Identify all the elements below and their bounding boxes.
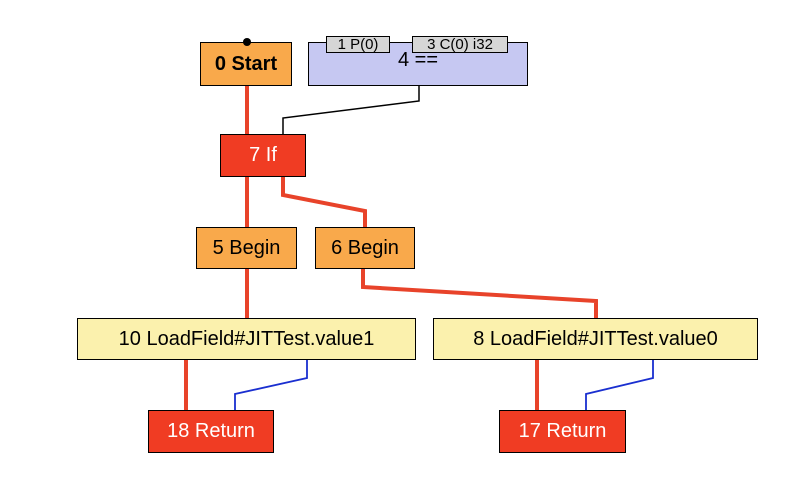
node-return-right-label: 17 Return — [518, 420, 607, 442]
edge-compare-to-if — [282, 86, 420, 134]
compare-input-port-2-label: 3 C(0) i32 — [427, 36, 493, 53]
node-start[interactable]: 0 Start — [200, 42, 292, 86]
edge-if-to-begin-false — [281, 177, 367, 227]
edge-load-value0-to-return-right-value — [585, 360, 654, 410]
node-load-value1[interactable]: 10 LoadField#JITTest.value1 — [77, 318, 416, 360]
node-compare-label: 4 == — [397, 49, 439, 71]
node-if-label: 7 If — [249, 144, 277, 166]
node-start-input-dot — [243, 38, 251, 46]
compare-input-port-1[interactable]: 1 P(0) — [326, 36, 390, 53]
node-load-value0[interactable]: 8 LoadField#JITTest.value0 — [433, 318, 758, 360]
node-load-value1-label: 10 LoadField#JITTest.value1 — [118, 327, 375, 350]
edge-load-value1-to-return-left-value — [234, 360, 308, 410]
node-return-left[interactable]: 18 Return — [148, 410, 274, 453]
node-return-right[interactable]: 17 Return — [499, 410, 626, 453]
node-begin-true-label: 5 Begin — [212, 236, 281, 259]
node-begin-false-label: 6 Begin — [331, 236, 399, 259]
node-if[interactable]: 7 If — [220, 134, 306, 177]
node-return-left-label: 18 Return — [167, 420, 255, 442]
node-start-label: 0 Start — [214, 52, 278, 75]
compare-input-port-1-label: 1 P(0) — [337, 36, 379, 53]
node-begin-false[interactable]: 6 Begin — [315, 227, 415, 269]
node-load-value0-label: 8 LoadField#JITTest.value0 — [473, 327, 718, 350]
compare-input-port-2[interactable]: 3 C(0) i32 — [412, 36, 508, 53]
edge-begin-false-to-load-value0 — [361, 269, 598, 318]
node-begin-true[interactable]: 5 Begin — [196, 227, 297, 269]
